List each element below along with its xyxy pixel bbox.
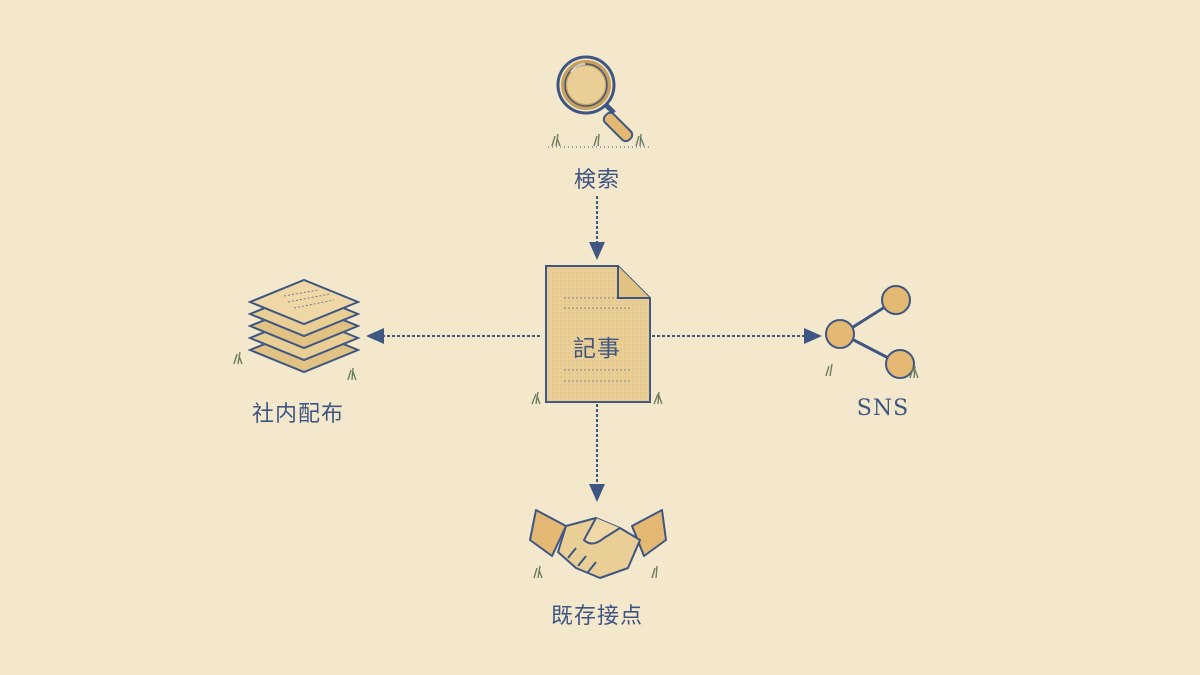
grass-top (548, 133, 650, 148)
document-icon (545, 265, 651, 403)
handshake-icon (529, 509, 667, 579)
node-label-right: SNS (856, 396, 910, 421)
node-label-bottom: 既存接点 (550, 604, 644, 629)
node-label-left: 社内配布 (251, 402, 345, 427)
center-label: 記事 (573, 336, 621, 362)
grass-bottom (533, 565, 658, 579)
grass-left (233, 351, 357, 381)
grass-right (825, 363, 919, 379)
magnifier-icon (556, 55, 634, 143)
node-label-top: 検索 (573, 168, 621, 193)
grass-center (531, 391, 663, 405)
share-icon (825, 285, 915, 379)
paper-stack-icon (247, 278, 361, 374)
